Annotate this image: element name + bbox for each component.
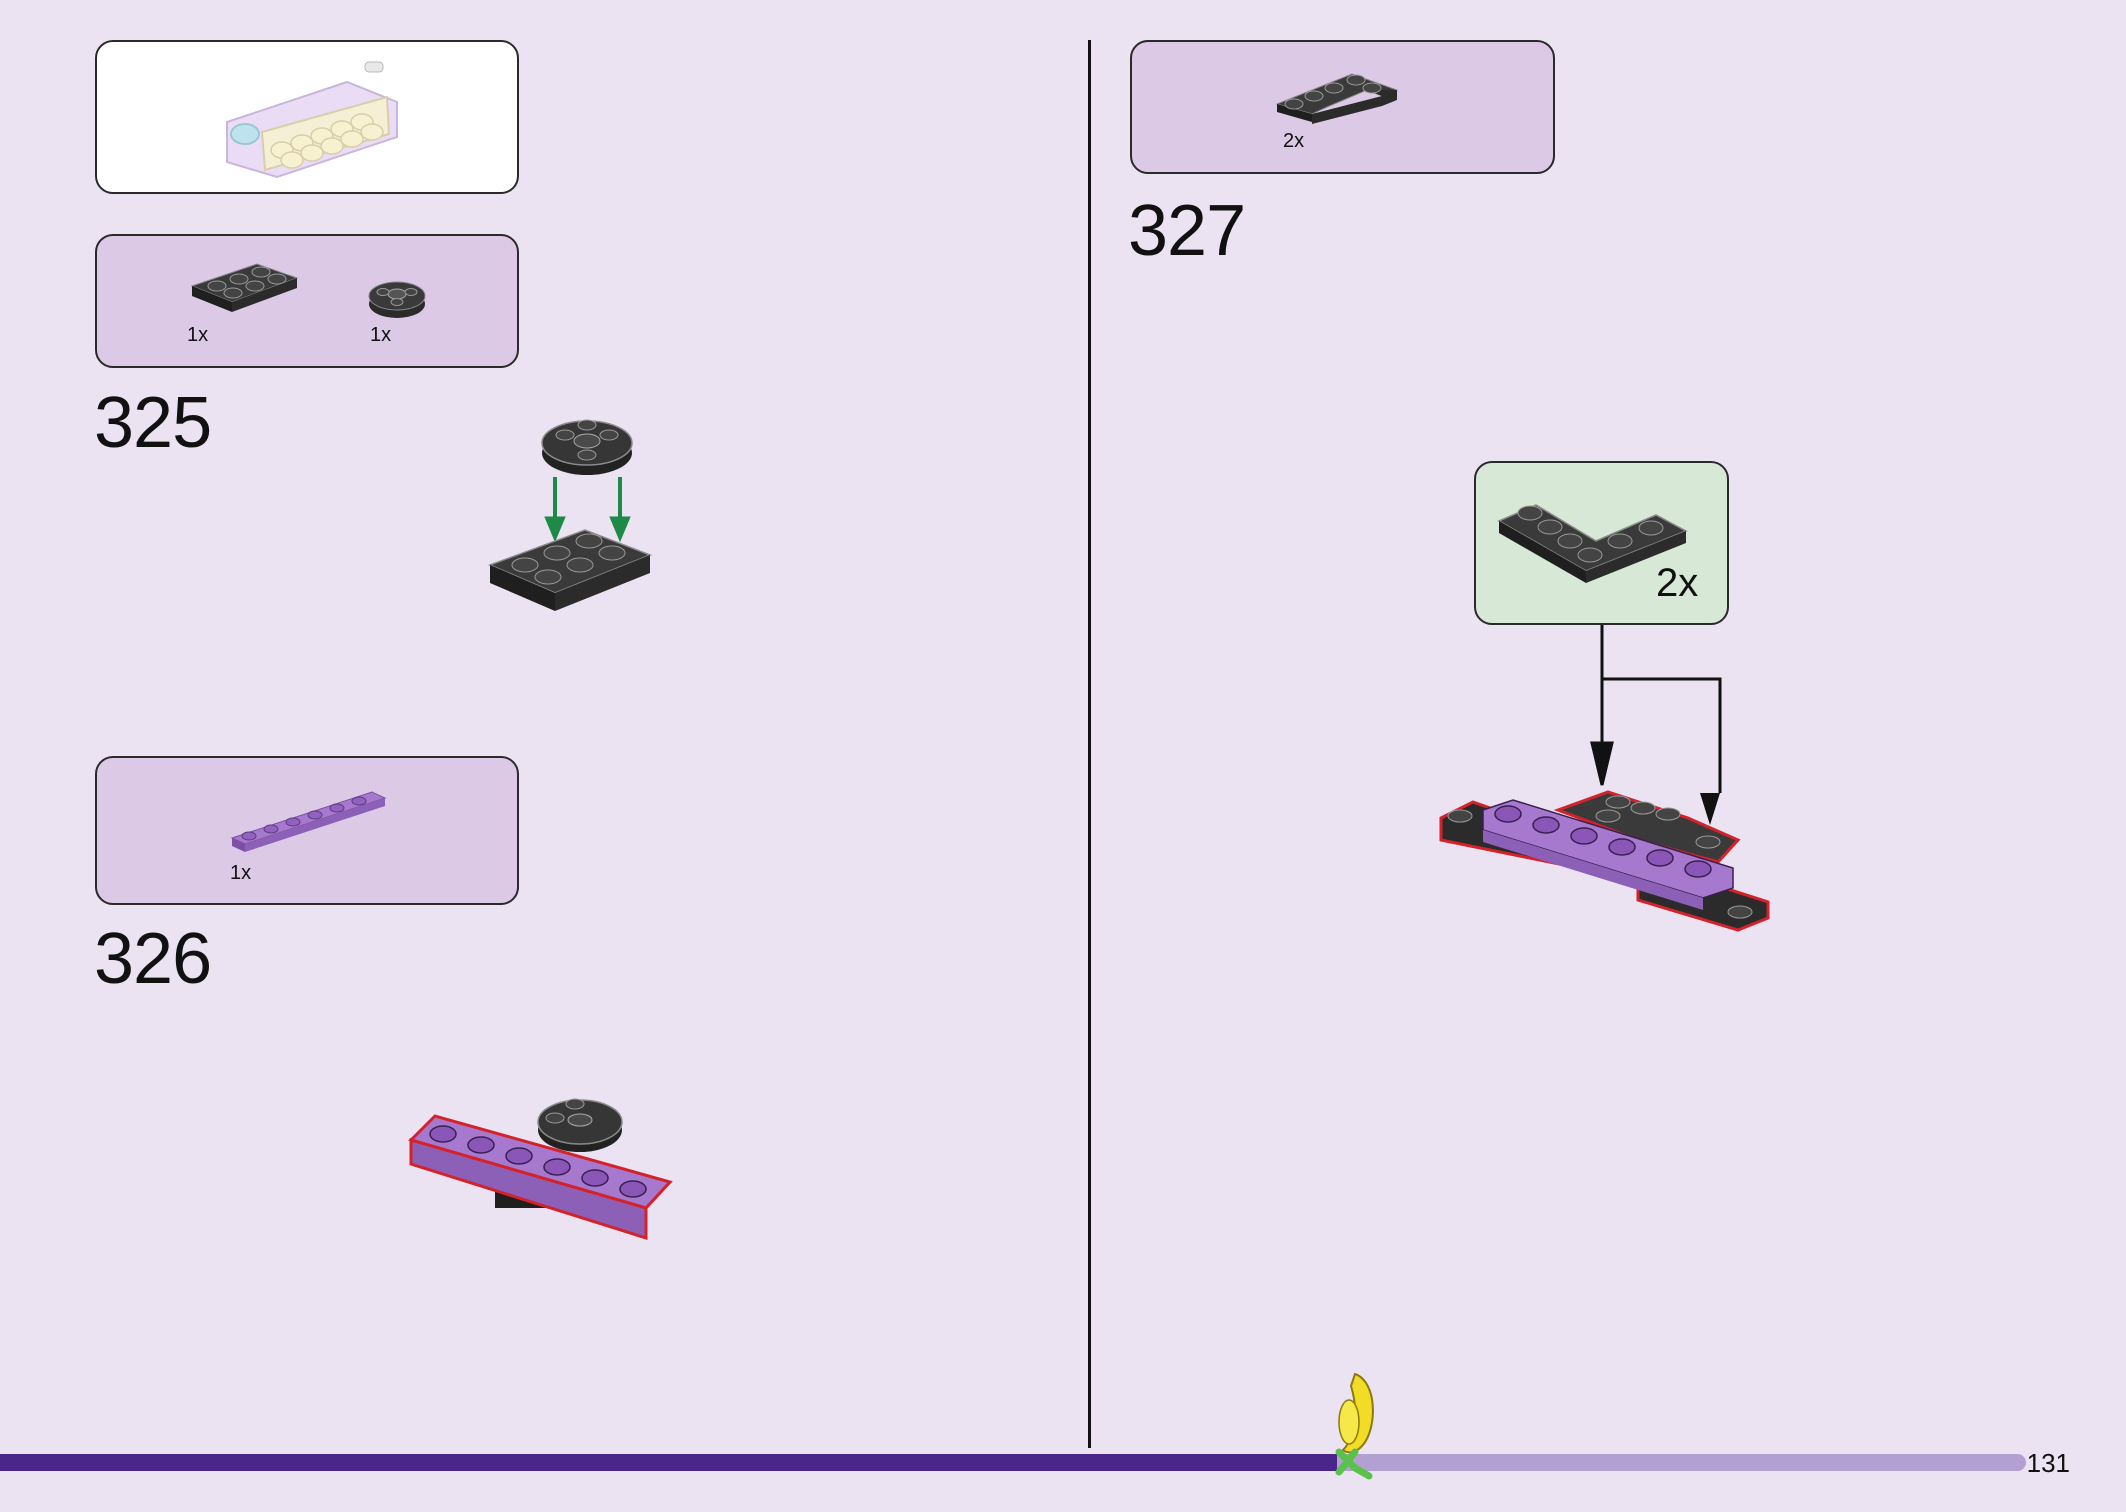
round-plate-black-icon xyxy=(368,281,426,318)
black-arrow-icon xyxy=(1700,793,1720,825)
page-divider xyxy=(1088,40,1091,1448)
green-arrow-icon xyxy=(544,477,631,543)
plate-corner-black-icon xyxy=(1497,504,1688,583)
step-325-build-illustration xyxy=(487,419,653,611)
subassembly-preview-image xyxy=(226,61,398,179)
step-number-326: 326 xyxy=(94,919,212,999)
part-qty-label: 1x xyxy=(370,324,392,346)
progress-bar xyxy=(0,1454,2026,1471)
subassembly-preview-box xyxy=(95,40,519,194)
step-number-327: 327 xyxy=(1128,191,1246,271)
parts-list-327: 2x xyxy=(1130,40,1555,174)
step-327-build-illustration xyxy=(1439,790,1770,932)
banana-mascot-icon xyxy=(1335,1372,1374,1480)
callout-qty-label: 2x xyxy=(1656,561,1699,605)
part-qty-label: 2x xyxy=(1283,130,1305,152)
plate-corner-black-icon xyxy=(1275,73,1399,124)
step-number-325: 325 xyxy=(94,383,212,463)
plate-2x3-black-icon xyxy=(190,263,299,312)
step-326-build-illustration xyxy=(408,1098,673,1241)
callout-box-327: 2x xyxy=(1474,461,1729,625)
plate-1x6-purple-icon xyxy=(230,791,387,852)
callout-arrows xyxy=(1590,625,1722,825)
page-number: 131 xyxy=(2026,1448,2070,1478)
parts-list-325: 1x 1x xyxy=(95,234,519,368)
progress-bar-fill xyxy=(0,1454,1338,1471)
black-arrow-icon xyxy=(1590,625,1722,793)
part-qty-label: 1x xyxy=(187,324,209,346)
part-qty-label: 1x xyxy=(230,862,252,884)
parts-list-326: 1x xyxy=(95,756,519,905)
